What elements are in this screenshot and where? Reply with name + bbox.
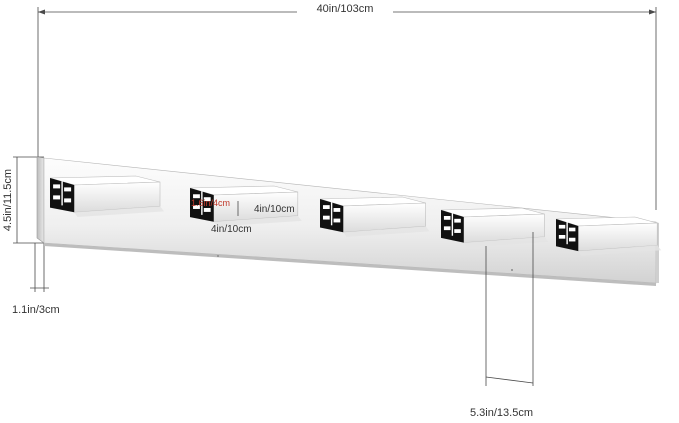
spacing-dimension: 5.3in/13.5cm — [470, 232, 534, 419]
height-label: 4.5in/11.5cm — [2, 169, 14, 231]
shade-width-label: 4in/10cm — [254, 204, 295, 215]
spacing-label: 5.3in/13.5cm — [470, 407, 533, 419]
light-shade — [555, 216, 662, 256]
light-shades — [49, 175, 662, 256]
light-shade — [319, 196, 430, 237]
depth-label: 1.1in/3cm — [12, 304, 60, 316]
width-label: 40in/103cm — [317, 3, 374, 15]
depth-dimension: 1.1in/3cm — [12, 243, 60, 316]
light-shade — [440, 207, 549, 248]
shade-thickness-label: 1.6in/4cm — [191, 198, 230, 208]
shade-depth-label: 4in/10cm — [211, 224, 252, 235]
width-dimension: 40in/103cm — [37, 1, 657, 210]
light-shade — [49, 175, 164, 218]
shade-dimensions: 1.6in/4cm 4in/10cm 4in/10cm — [191, 198, 295, 235]
light-shade — [189, 185, 302, 227]
